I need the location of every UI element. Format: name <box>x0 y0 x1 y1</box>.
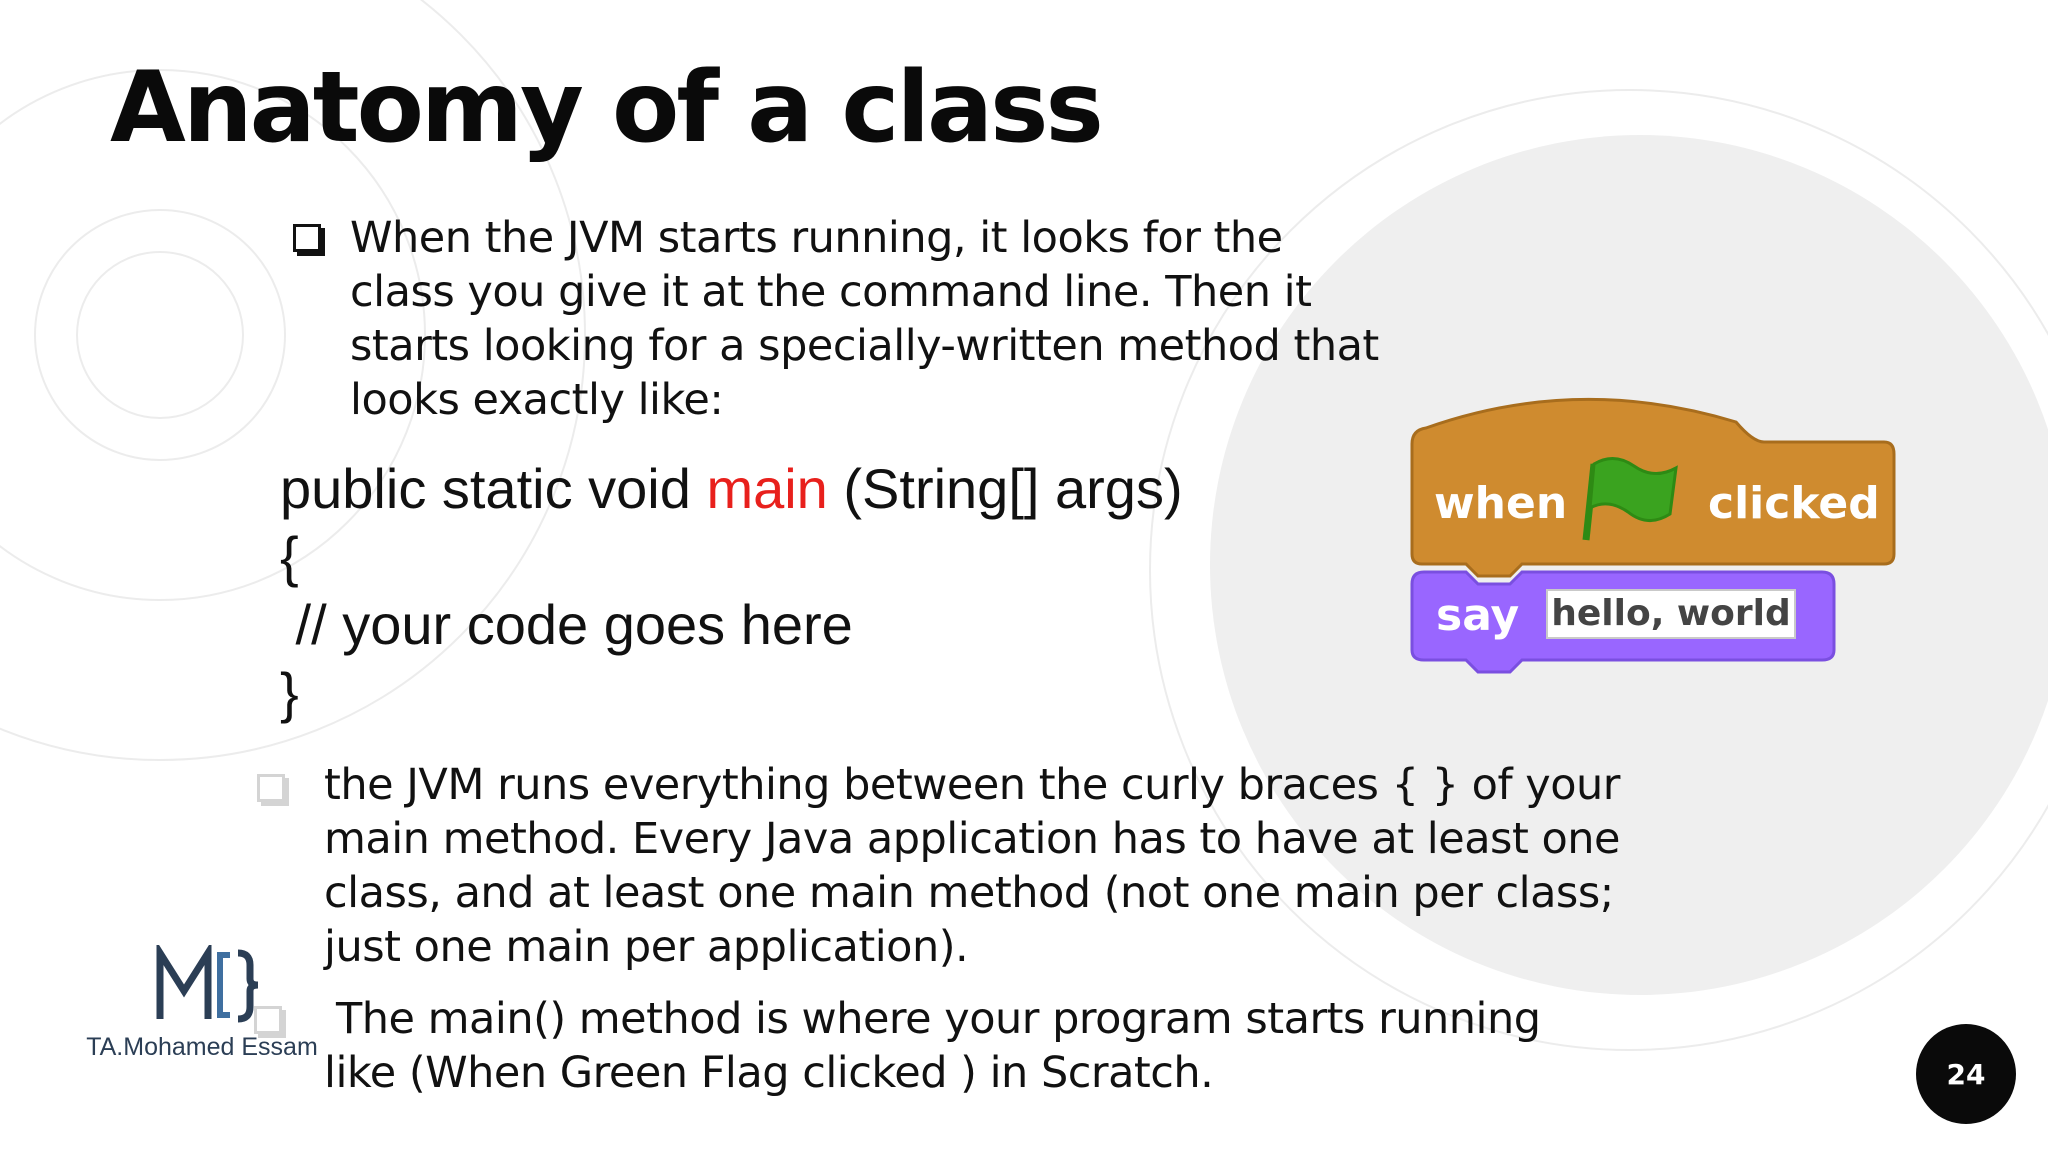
bullet-text-line2: like (When Green Flag clicked ) in Scrat… <box>324 1048 1214 1098</box>
bullet-jvm-start: When the JVM starts running, it looks fo… <box>293 211 1390 427</box>
checkbox-bullet-icon <box>293 224 321 252</box>
page-number-badge: 24 <box>1916 1024 2016 1124</box>
scratch-block-illustration: when clicked say hello, world <box>1408 396 1898 681</box>
bullet-main-entry: The main() method is where your program … <box>254 992 1654 1100</box>
green-flag-icon <box>1582 457 1678 541</box>
bullet-text: When the JVM starts running, it looks fo… <box>350 213 1379 425</box>
main-method-code: public static void main (String[] args) … <box>280 455 1183 727</box>
slide-title: Anatomy of a class <box>110 51 1104 165</box>
scratch-say-value: hello, world <box>1546 589 1796 639</box>
code-close-brace: } <box>280 661 299 724</box>
scratch-when-label: when <box>1434 478 1568 529</box>
md-logo-icon <box>156 945 259 1023</box>
bullet-text: the JVM runs everything between the curl… <box>324 760 1621 972</box>
bullet-text-line1: The main() method is where your program … <box>336 994 1541 1044</box>
bullet-jvm-runs: the JVM runs everything between the curl… <box>257 758 1624 974</box>
scratch-clicked-label: clicked <box>1708 478 1880 529</box>
code-comment: // your code goes here <box>280 593 853 656</box>
code-signature: public static void main (String[] args) <box>280 457 1183 520</box>
checkbox-bullet-icon <box>254 1006 282 1034</box>
code-open-brace: { <box>280 525 299 588</box>
author-name: TA.Mohamed Essam <box>86 1033 318 1061</box>
main-keyword: main <box>706 457 828 520</box>
checkbox-bullet-icon <box>257 774 285 802</box>
scratch-say-label: say <box>1436 590 1520 641</box>
author-logo: TA.Mohamed Essam <box>86 945 318 1075</box>
